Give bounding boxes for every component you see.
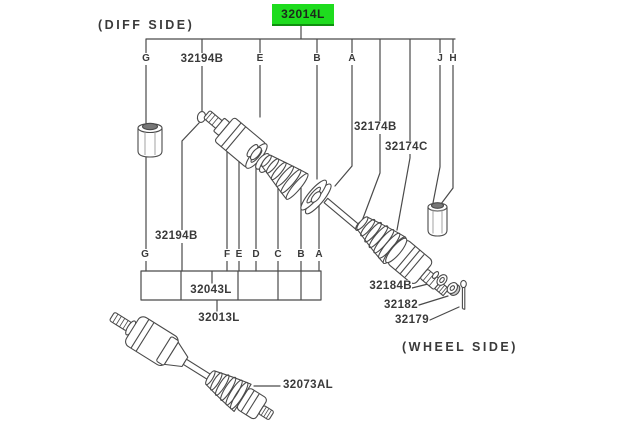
grease-tube-left-drawing [137,122,163,158]
part-label-32043l: 32043L [185,284,237,297]
shaft-drawing [323,197,361,231]
cotter-pin-drawing [460,279,467,311]
part-label-32179: 32179 [385,314,429,327]
bottom-bracket-lines [140,270,322,312]
nut-drawing [446,282,461,296]
bottom-ref-letter-e: E [233,249,245,261]
part-label-32182: 32182 [374,299,418,312]
outer-joint-drawing [385,237,450,297]
part-label-32194b-top: 32194B [176,53,228,66]
assembled-driveshaft-drawing [109,312,274,420]
part-label-32184b: 32184B [358,280,412,293]
bottom-ref-letter-g: G [139,249,151,261]
top-ref-letter-g: G [140,53,152,65]
highlighted-part-number-32014l[interactable]: 32014L [272,4,334,26]
wheel-side-label: (WHEEL SIDE) [402,340,518,354]
hardware-leader-lines [253,281,460,387]
part-label-32174b: 32174B [354,121,397,134]
washer-drawing [431,271,448,286]
bottom-part-leader-lines [226,145,320,272]
part-label-32174c: 32174C [385,141,428,154]
bottom-ref-letter-d: D [250,249,262,261]
part-label-32194b-left: 32194B [155,230,198,243]
part-label-32013l: 32013L [193,312,245,325]
top-ref-letter-a: A [346,53,358,65]
damper-disc-drawing [300,179,332,215]
boot-band-drawing [246,144,262,161]
top-ref-letter-j: J [434,53,446,65]
bottom-ref-letter-f: F [221,249,233,261]
top-ref-letter-h: H [447,53,459,65]
bottom-ref-letter-b: B [295,249,307,261]
top-ref-letter-b: B [311,53,323,65]
top-ref-letter-e: E [254,53,266,65]
diff-side-label: (DIFF SIDE) [98,18,195,32]
bottom-ref-letter-a: A [313,249,325,261]
part-label-32073al: 32073AL [283,379,334,392]
bottom-ref-letter-c: C [272,249,284,261]
snap-ring-leader-line [181,122,200,272]
grease-tube-right-drawing [427,202,448,237]
inner-boot-drawing [261,154,309,200]
